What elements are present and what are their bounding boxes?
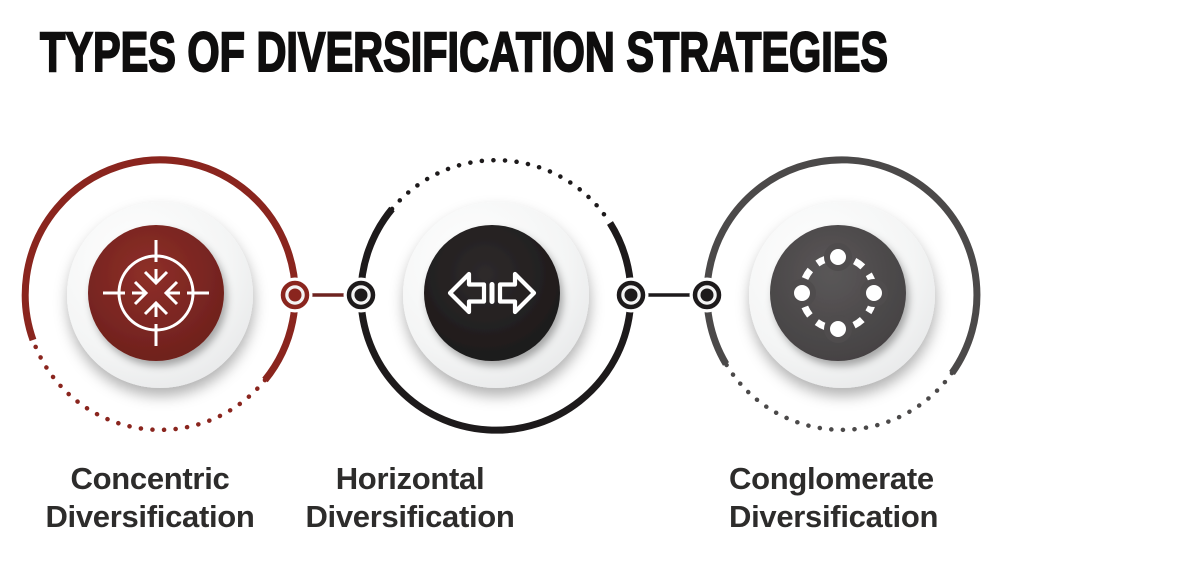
ring-dotted-arc: [389, 157, 613, 226]
colored-disc: [770, 225, 906, 361]
swap-horizontal-arrows-icon: [447, 271, 537, 315]
connector-node-1-left: [277, 277, 313, 313]
label-line: Concentric: [70, 461, 230, 496]
circle-horizontal: [357, 157, 635, 434]
label-line: Diversification: [729, 499, 939, 534]
circle-conglomerate: [703, 156, 981, 433]
network-dots-icon: [788, 243, 888, 343]
circle-concentric: [21, 156, 299, 433]
label-line: Diversification: [45, 499, 255, 534]
label-conglomerate-diversification: Conglomerate Diversification: [729, 460, 938, 536]
page-title: TYPES OF DIVERSIFICATION STRATEGIES: [39, 20, 889, 83]
colored-disc: [88, 225, 224, 361]
label-line: Diversification: [305, 499, 515, 534]
converge-target-icon: [103, 240, 209, 346]
connector-node-2-left: [613, 277, 649, 313]
ring-solid-arc: [703, 156, 981, 376]
label-line: Conglomerate: [729, 461, 934, 496]
ring-dotted-arc: [30, 337, 268, 433]
connector-node-1-right: [343, 277, 379, 313]
label-concentric-diversification: Concentric Diversification: [25, 460, 275, 536]
connector-node-2-right: [689, 277, 725, 313]
label-horizontal-diversification: Horizontal Diversification: [285, 460, 535, 536]
label-line: Horizontal: [335, 461, 485, 496]
